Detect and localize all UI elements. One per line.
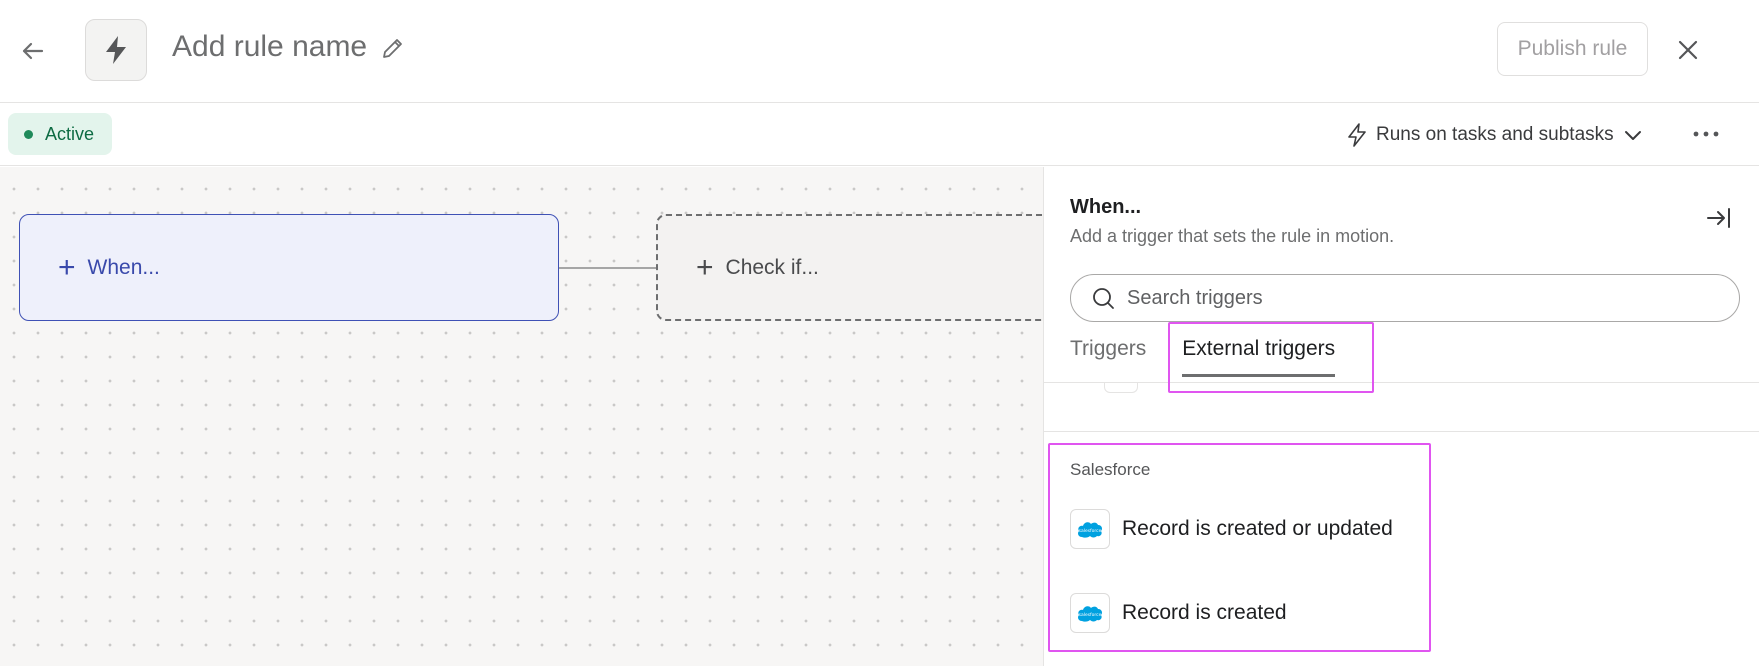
more-horizontal-icon xyxy=(1693,131,1719,137)
scope-dropdown[interactable]: Runs on tasks and subtasks xyxy=(1346,119,1644,151)
workflow-canvas[interactable]: + When... + Check if... xyxy=(0,167,1043,666)
publish-rule-button[interactable]: Publish rule xyxy=(1497,22,1648,76)
chevron-down-icon xyxy=(1624,131,1641,140)
tab-external-triggers[interactable]: External triggers xyxy=(1182,337,1336,377)
close-button[interactable] xyxy=(1674,36,1702,64)
salesforce-icon: salesforce xyxy=(1070,509,1110,549)
salesforce-icon: salesforce xyxy=(1070,593,1110,633)
more-options-button[interactable] xyxy=(1690,122,1722,146)
scope-label: Runs on tasks and subtasks xyxy=(1376,124,1614,145)
status-label: Active xyxy=(45,123,95,144)
plus-icon: + xyxy=(58,250,76,284)
status-dot-icon xyxy=(24,129,33,139)
back-button[interactable] xyxy=(18,36,48,66)
rule-toolbar: Active Runs on tasks and subtasks xyxy=(0,104,1759,166)
section-divider xyxy=(1044,431,1759,432)
panel-title: When... xyxy=(1070,196,1142,218)
when-node-label: When... xyxy=(87,255,160,279)
collapse-panel-button[interactable] xyxy=(1704,203,1734,233)
search-input[interactable] xyxy=(1127,286,1687,310)
trigger-record-created[interactable]: salesforce Record is created xyxy=(1070,593,1287,633)
trigger-label: Record is created xyxy=(1122,601,1287,624)
tabs-divider xyxy=(1044,382,1759,383)
trigger-tabs: Triggers External triggers xyxy=(1070,337,1371,377)
edit-title-button[interactable] xyxy=(380,35,406,61)
when-trigger-node[interactable]: + When... xyxy=(19,214,559,321)
tab-triggers[interactable]: Triggers xyxy=(1070,337,1147,360)
pencil-icon xyxy=(383,39,402,58)
trigger-record-created-or-updated[interactable]: salesforce Record is created or updated xyxy=(1070,509,1393,549)
rule-title[interactable]: Add rule name xyxy=(172,30,368,63)
search-triggers-field[interactable] xyxy=(1070,274,1740,322)
collapse-right-icon xyxy=(1707,208,1730,228)
arrow-left-icon xyxy=(22,42,44,60)
top-bar: Add rule name Publish rule xyxy=(0,0,1759,103)
trigger-panel: When... Add a trigger that sets the rule… xyxy=(1043,167,1759,666)
rule-type-icon xyxy=(85,19,147,81)
check-node-label: Check if... xyxy=(725,255,819,279)
status-badge: Active xyxy=(8,113,112,155)
node-connector xyxy=(559,267,656,269)
trigger-label: Record is created or updated xyxy=(1122,517,1393,540)
svg-text:salesforce: salesforce xyxy=(1079,528,1102,534)
check-if-node[interactable]: + Check if... xyxy=(656,214,1043,321)
lightning-icon xyxy=(106,36,126,64)
lightning-outline-icon xyxy=(1348,123,1366,147)
close-icon xyxy=(1678,40,1698,60)
svg-text:salesforce: salesforce xyxy=(1079,612,1102,618)
plus-icon: + xyxy=(696,250,714,284)
search-icon xyxy=(1093,288,1114,309)
scrolled-item-edge xyxy=(1104,383,1138,393)
section-heading-salesforce: Salesforce xyxy=(1070,460,1151,479)
panel-subtitle: Add a trigger that sets the rule in moti… xyxy=(1070,226,1395,246)
